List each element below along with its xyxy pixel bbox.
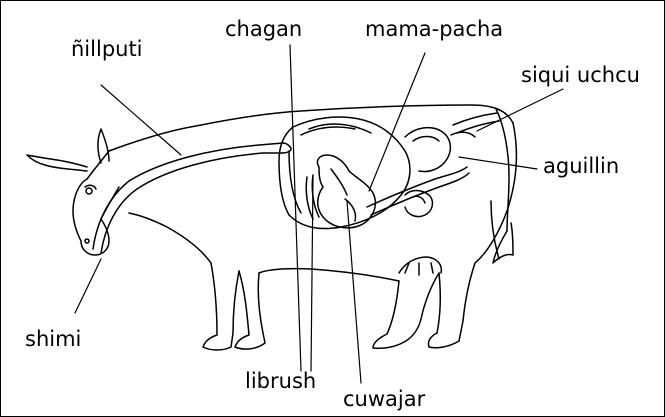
esophagus-shape [93, 143, 291, 253]
label-cuwajar: cuwajar [343, 389, 425, 410]
leader-line-librush [311, 177, 313, 371]
leader-lines [75, 45, 563, 383]
label-librush: librush [245, 371, 316, 392]
leader-line-mama-pacha [369, 53, 425, 191]
leader-line-aguillin [459, 157, 537, 169]
intestine-shape [367, 128, 475, 217]
leader-line-shimi [75, 259, 101, 313]
leader-line-cuwajar [347, 201, 361, 383]
label-mama-pacha: mama-pacha [365, 19, 503, 40]
leader-line-siqui-uchcu [477, 89, 563, 131]
label-aguillin: aguillin [543, 156, 619, 177]
label-nillputi: ñillputi [71, 39, 143, 60]
label-chagan: chagan [225, 19, 302, 40]
rumen-shape [279, 117, 410, 228]
leader-line-nillputi [101, 85, 181, 155]
stomach-chambers [306, 155, 375, 228]
label-shimi: shimi [25, 329, 81, 350]
label-siqui-uchcu: siqui uchcu [521, 65, 640, 86]
leader-line-chagan [290, 45, 301, 371]
